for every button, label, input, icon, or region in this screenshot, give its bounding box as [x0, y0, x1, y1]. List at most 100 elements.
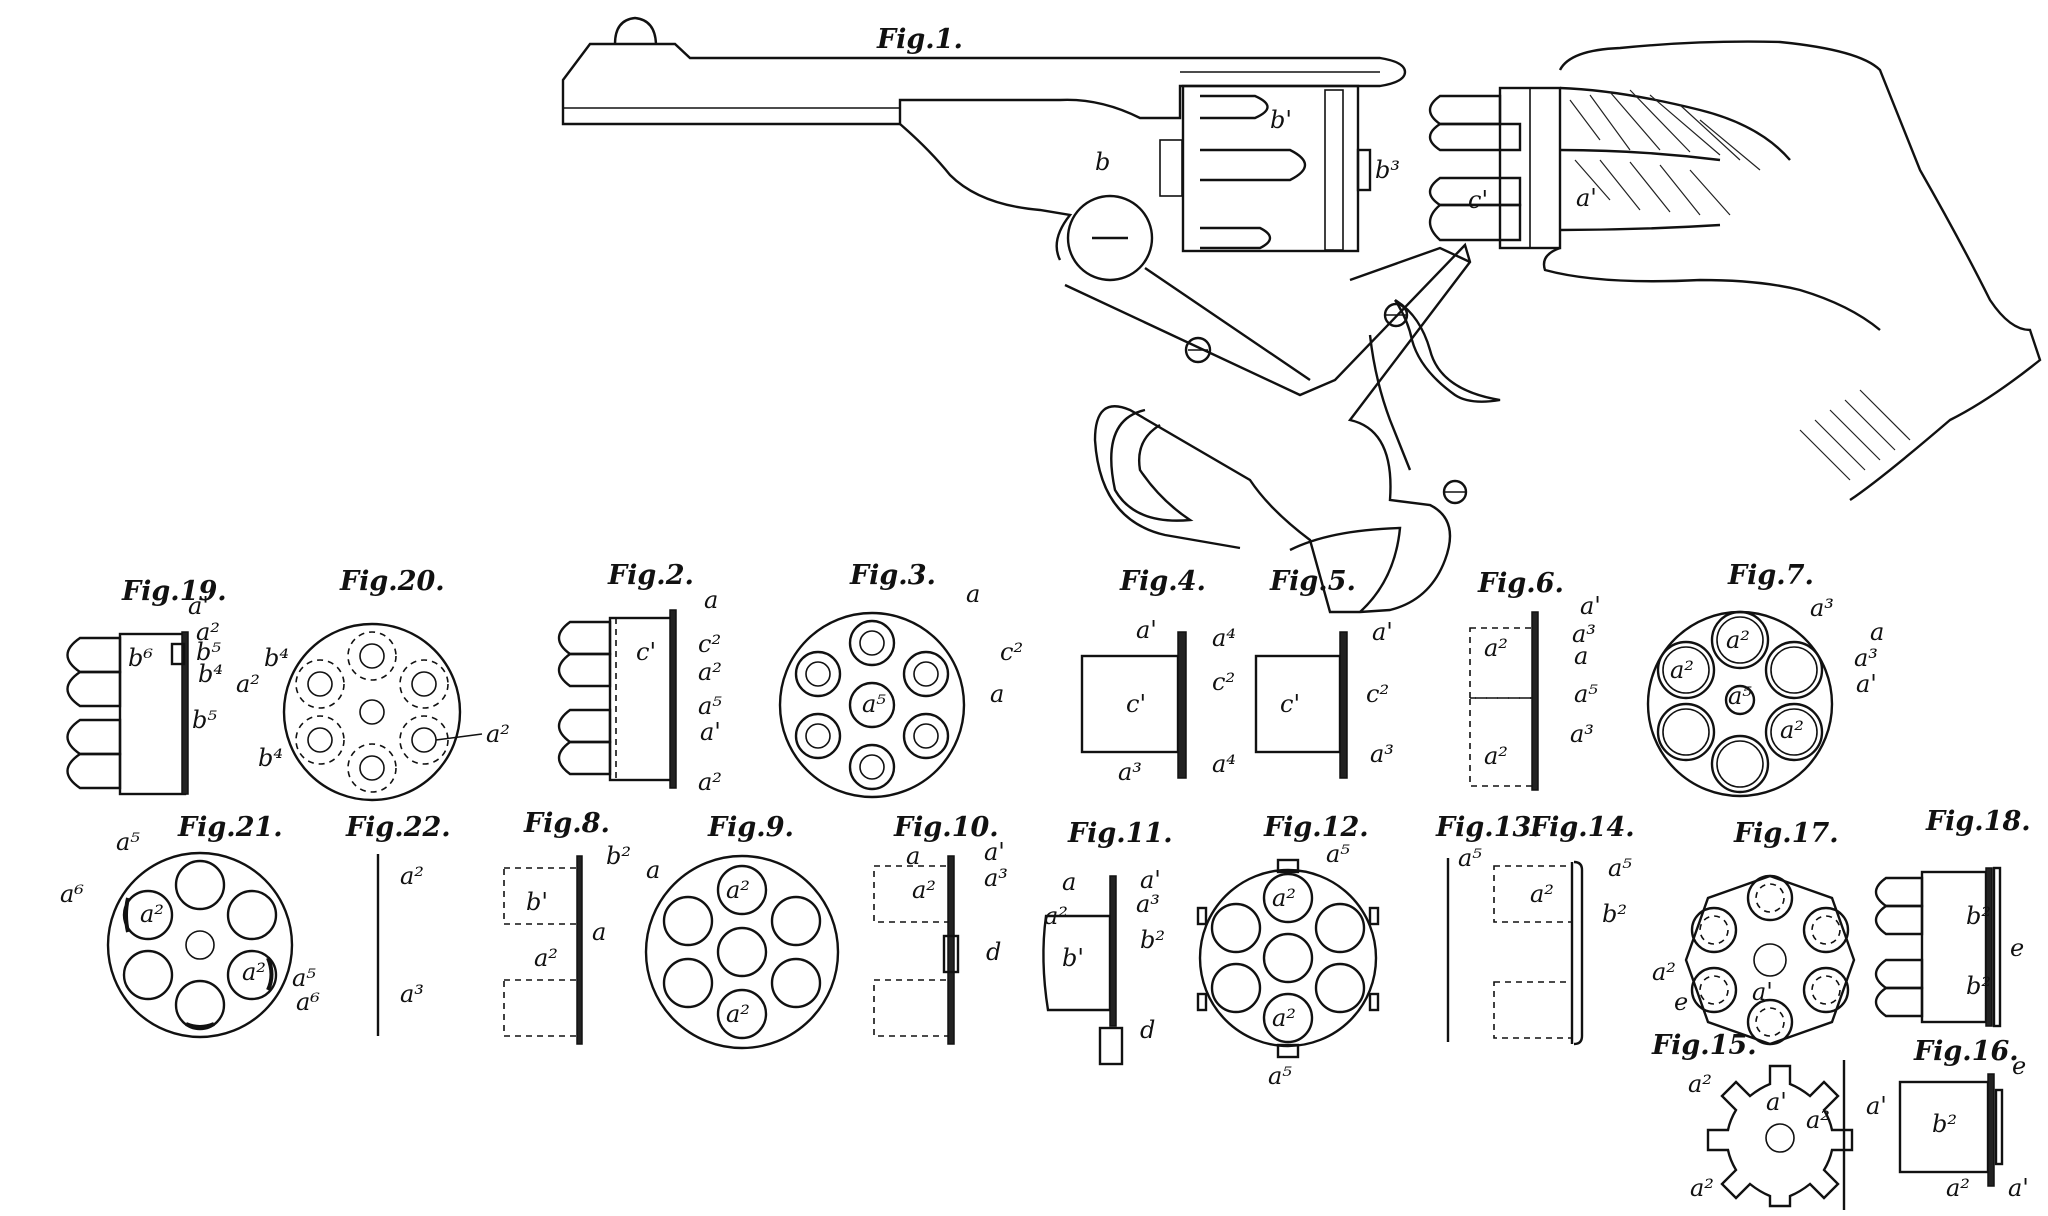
- fig18-label: e: [2010, 934, 2024, 962]
- figure-3: Fig.3. a c² a⁵ a: [778, 560, 1023, 799]
- figure-17: Fig.17. a² a' e: [1652, 818, 1856, 1046]
- fig11-label: a: [1062, 868, 1076, 896]
- figure-4: Fig.4. c' a' a⁴ c² a³ a⁴: [1080, 566, 1236, 786]
- fig10-label: a³: [984, 864, 1008, 892]
- fig21-label: a⁵: [292, 964, 316, 992]
- fig7-label: a²: [1670, 656, 1694, 684]
- figure-10: Fig.10. a a' a² a³ d: [873, 812, 1008, 1045]
- fig4-label: a': [1136, 616, 1157, 644]
- fig19-label: b⁴: [198, 660, 223, 688]
- fig5-label: a³: [1370, 740, 1394, 768]
- fig13-label: a⁵: [1458, 844, 1482, 872]
- fig12-label: a⁵: [1326, 840, 1350, 868]
- fig22-label: a³: [400, 980, 424, 1008]
- fig3-title: Fig.3.: [849, 560, 936, 591]
- fig11-label: b²: [1140, 926, 1165, 954]
- fig17-title: Fig.17.: [1733, 818, 1839, 849]
- fig15-label: a': [1766, 1088, 1787, 1116]
- figure-16: Fig.16. e b² a² a': [1898, 1036, 2029, 1202]
- fig11-label: a³: [1136, 890, 1160, 918]
- fig20-label: a²: [486, 720, 510, 748]
- figure-18: Fig.18. b² e b²: [1874, 806, 2031, 1028]
- revolver-grip: [1064, 242, 1472, 614]
- fig2-label: a': [700, 718, 721, 746]
- fig2-label: c²: [698, 630, 721, 658]
- fig15-title: Fig.15.: [1651, 1030, 1757, 1061]
- cuff-shading: [1799, 389, 1911, 481]
- fig16-label: e: [2012, 1052, 2026, 1080]
- fig6-label: a³: [1572, 620, 1596, 648]
- fig10-label: a: [906, 842, 920, 870]
- fig15-label: a²: [1806, 1106, 1830, 1134]
- fig19-label: b⁶: [128, 644, 153, 672]
- fig19-label: a': [188, 592, 209, 620]
- revolver-cylinder: [1159, 84, 1372, 253]
- fig1-label: c': [1468, 186, 1488, 214]
- fig1-label: b: [1095, 148, 1110, 176]
- figure-13: Fig.13. a⁵: [1435, 812, 1541, 1042]
- fig16-label: b²: [1932, 1110, 1957, 1138]
- fig20-label: b⁴: [258, 744, 283, 772]
- figure-9: Fig.9. a a² a²: [644, 812, 840, 1050]
- fig6-title: Fig.6.: [1477, 568, 1564, 599]
- fig9-label: a²: [726, 1000, 750, 1028]
- fig16-label: a': [2008, 1174, 2029, 1202]
- fig18-label: b²: [1966, 902, 1991, 930]
- fig21-label: a⁶: [296, 988, 320, 1016]
- fig6-label: a: [1574, 642, 1588, 670]
- fig10-label: a²: [912, 876, 936, 904]
- fig6-label: a²: [1484, 742, 1508, 770]
- fig22-label: a²: [400, 862, 424, 890]
- fig12-label: a²: [1272, 884, 1296, 912]
- fig19-label: b⁵: [196, 638, 221, 666]
- figure-11: Fig.11. a a' a³ a² b' b² d: [1042, 818, 1173, 1066]
- figure-20: Fig.20. b⁴ a² b⁴ a²: [236, 566, 510, 802]
- figure-15: Fig.15. a² a' a² a² a': [1651, 1030, 1887, 1210]
- fig21-label: a⁶: [60, 880, 84, 908]
- fig14-title: Fig.14.: [1529, 812, 1635, 843]
- fig4-label: c²: [1212, 668, 1235, 696]
- fig14-label: a²: [1530, 880, 1554, 908]
- fig20-label: b⁴: [264, 644, 289, 672]
- fig1-label: b': [1270, 106, 1292, 134]
- fig7-label: a⁵: [1728, 682, 1752, 710]
- fig12-label: a²: [1272, 1004, 1296, 1032]
- figure-8: Fig.8. b² b' a a²: [503, 808, 631, 1045]
- fig18-label: b²: [1966, 972, 1991, 1000]
- fig2-label: c': [636, 638, 656, 666]
- fig11-label: a': [1140, 866, 1161, 894]
- fig19-label: a²: [196, 618, 220, 646]
- fig6-label: a⁵: [1574, 680, 1598, 708]
- fig2-title: Fig.2.: [607, 560, 694, 591]
- fig11-label: b': [1062, 944, 1084, 972]
- fig16-label: a²: [1946, 1174, 1970, 1202]
- figure-7: Fig.7. a³ a a² a³ a² a⁵ a' a²: [1646, 560, 1884, 798]
- fig1-title: Fig.1.: [876, 24, 963, 55]
- fig5-label: a': [1372, 618, 1393, 646]
- fig13-title: Fig.13.: [1435, 812, 1541, 843]
- fig12-title: Fig.12.: [1263, 812, 1369, 843]
- fig2-label: a²: [698, 768, 722, 796]
- fig7-label: a³: [1810, 594, 1834, 622]
- fig17-label: e: [1674, 988, 1688, 1016]
- fig16-title: Fig.16.: [1913, 1036, 2019, 1067]
- figure-14: Fig.14. a⁵ a² b²: [1493, 812, 1635, 1046]
- fig10-label: d: [986, 938, 1001, 966]
- fig4-label: a⁴: [1212, 750, 1236, 778]
- fig7-label: a: [1870, 618, 1884, 646]
- fig11-label: a²: [1044, 902, 1068, 930]
- figure-21: Fig.21. a⁵ a⁶ a² a² a⁵ a⁶: [60, 812, 320, 1039]
- hand-shading: [1569, 89, 1761, 216]
- fig22-title: Fig.22.: [345, 812, 451, 843]
- holding-hand: [1542, 40, 2042, 501]
- fig5-title: Fig.5.: [1269, 566, 1356, 597]
- fig7-label: a²: [1726, 626, 1750, 654]
- fig4-label: c': [1126, 690, 1146, 718]
- fig8-label: b': [526, 888, 548, 916]
- fig4-label: a³: [1118, 758, 1142, 786]
- figure-22: Fig.22. a² a³: [345, 812, 451, 1036]
- fig8-label: a²: [534, 944, 558, 972]
- fig19-title: Fig.19.: [121, 576, 227, 607]
- fig3-label: c²: [1000, 638, 1023, 666]
- hammer-spur: [1393, 298, 1501, 403]
